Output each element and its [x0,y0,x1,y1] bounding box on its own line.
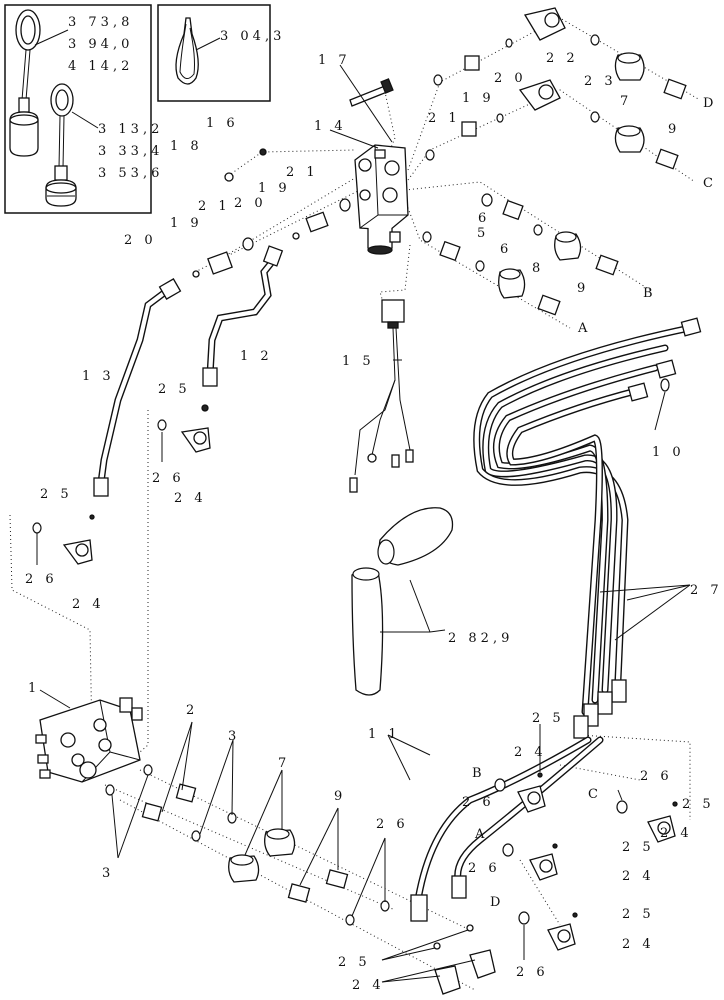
elbows-24-left [32,404,211,565]
port-label-d-bottom: D [490,895,500,910]
callout-26-f: 2 6 [516,965,549,980]
callout-19-b: 1 9 [170,216,203,231]
port-label-a-top: A [577,321,588,336]
callout-24-a: 2 4 [174,491,207,506]
port-label-c-bottom: C [588,787,598,802]
callout-24-g: 2 4 [352,978,385,993]
callout-25-f: 2 5 [622,907,655,922]
callout-3-upper: 3 [228,729,240,744]
control-valve-1 [35,697,143,783]
callout-27: 2 7 [690,583,723,598]
port-label-b-bottom: B [472,766,482,781]
inset-label-3738: 3 73,8 [68,15,133,30]
callout-8: 8 [532,261,544,276]
callout-24-d: 2 4 [660,826,693,841]
callout-15: 1 5 [342,354,375,369]
callout-25-g: 2 5 [338,955,371,970]
leader-lines [36,64,691,983]
callout-17: 1 7 [318,53,351,68]
inset-label-4142: 4 14,2 [68,59,133,74]
callout-labels: 1 2 3 3 5 6 6 7 7 8 9 9 9 1 0 1 1 1 2 1 … [25,51,723,993]
fittings-bottom-rows [105,764,496,995]
callout-21-a: 2 1 [286,165,319,180]
callout-25-d: 2 5 [682,797,715,812]
callout-24-f: 2 4 [622,937,655,952]
inset-label-3043: 3 04,3 [220,29,285,44]
callout-9-bottom: 9 [334,789,346,804]
harness-15 [349,299,414,493]
callout-9-mid: 9 [577,281,589,296]
callout-2829: 2 82,9 [448,631,513,646]
callout-24-b: 2 4 [72,597,105,612]
callout-13: 1 3 [82,369,115,384]
callout-20-a: 2 0 [234,196,267,211]
callout-5: 5 [477,226,489,241]
callout-26-c: 2 6 [462,795,495,810]
hoses-11 [410,736,604,922]
callout-19-c: 1 9 [462,91,495,106]
hose-13 [93,278,182,497]
callout-14: 1 4 [314,119,347,134]
inset-label-3536: 3 53,6 [98,166,163,181]
callout-24-e: 2 4 [622,869,655,884]
port-labels: A B C D A B C D [472,96,713,910]
port-label-a-bottom: A [474,827,485,842]
callout-23: 2 3 [584,74,617,89]
callout-20-c: 2 0 [494,71,527,86]
fittings-ab-rows [422,193,619,316]
callout-21-c: 2 1 [428,111,461,126]
inset-right-box: 3 04,3 [157,4,285,102]
fittings-left-upper [192,148,351,278]
callout-7-top: 7 [620,94,632,109]
callout-20-b: 2 0 [124,233,157,248]
callout-1: 1 [28,681,40,696]
port-label-c-top: C [703,176,713,191]
callout-2: 2 [186,703,198,718]
callout-21-b: 2 1 [198,199,231,214]
hose-bundle-27 [473,317,702,739]
callout-16: 1 6 [206,116,239,131]
callout-24-c: 2 4 [514,745,547,760]
hose-12 [202,245,284,387]
callout-10: 1 0 [652,445,685,460]
callout-26-e: 2 6 [468,861,501,876]
callout-25-a: 2 5 [158,382,191,397]
callout-7-bottom: 7 [278,756,290,771]
port-label-d-top: D [703,96,713,111]
elbows-24-right [494,772,678,951]
callout-26-g: 2 6 [376,817,409,832]
callout-25-c: 2 5 [532,711,565,726]
callout-26-b: 2 6 [25,572,58,587]
callout-18: 1 8 [170,139,203,154]
callout-25-e: 2 5 [622,840,655,855]
fittings-top-row [425,7,687,170]
callout-11: 1 1 [368,727,401,742]
inset-label-3940: 3 94,0 [68,37,133,52]
callout-22: 2 2 [546,51,579,66]
callout-26-d: 2 6 [640,769,673,784]
bolt-17 [349,78,394,107]
callout-26-a: 2 6 [152,471,185,486]
port-label-b-top: B [643,286,653,301]
callout-25-b: 2 5 [40,487,73,502]
inset-label-3132: 3 13,2 [98,122,163,137]
callout-3-lower: 3 [102,866,114,881]
valve-block-14 [354,144,409,255]
callout-9-top: 9 [668,122,680,137]
callout-6-lower: 6 [500,242,512,257]
callout-12: 1 2 [240,349,273,364]
sleeves-2829 [351,507,454,696]
callout-19-a: 1 9 [258,181,291,196]
callout-6-upper: 6 [478,211,490,226]
inset-left-box: 3 73,8 3 94,0 4 14,2 3 13,2 3 33,4 3 53,… [4,4,163,214]
inset-label-3334: 3 33,4 [98,144,163,159]
